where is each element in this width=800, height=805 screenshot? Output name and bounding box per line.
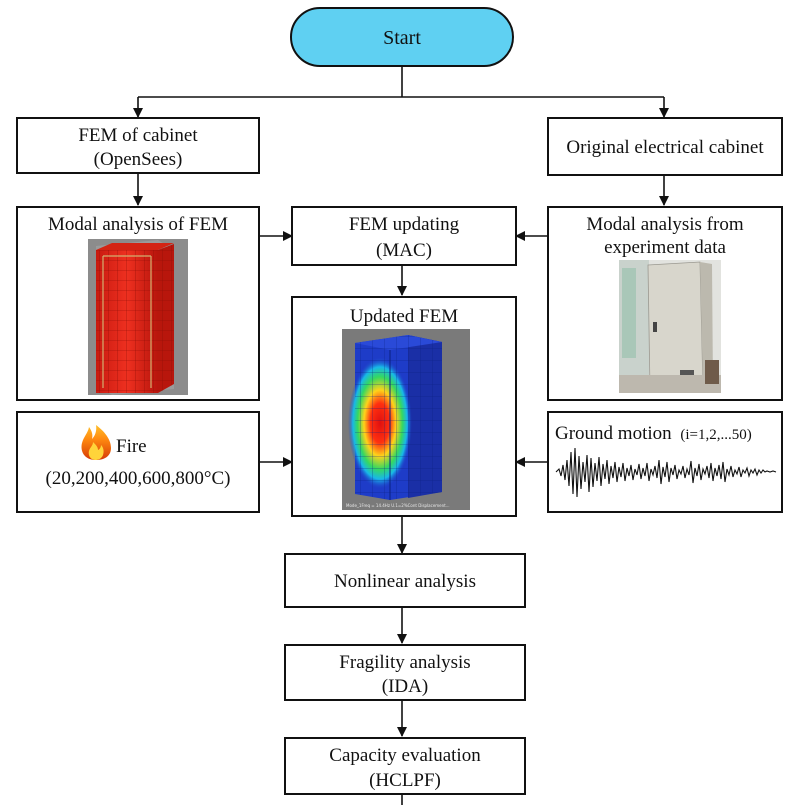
fem-cabinet-node: FEM of cabinet (OpenSees) <box>16 117 260 174</box>
modal-fem-node: Modal analysis of FEM <box>16 206 260 401</box>
updated-fem-label: Updated FEM <box>350 306 458 327</box>
nonlinear-label: Nonlinear analysis <box>334 571 476 592</box>
cabinet-photo <box>619 260 721 393</box>
seismogram-icon <box>555 447 777 498</box>
fragility-node: Fragility analysis (IDA) <box>284 644 526 701</box>
capacity-node: Capacity evaluation (HCLPF) <box>284 737 526 795</box>
modal-fem-label: Modal analysis of FEM <box>48 214 228 235</box>
original-cabinet-label: Original electrical cabinet <box>566 137 764 158</box>
fem-updating-line1: FEM updating <box>349 214 460 235</box>
contour-image: Mode_1Freq = 14.4Hz U.1=2%Cont Displacem… <box>342 329 470 510</box>
fire-line2: (20,200,400,600,800°C) <box>46 468 231 489</box>
updated-fem-node: Updated FEM Mode_1Freq = 14.4Hz U.1=2%Co… <box>291 296 517 517</box>
start-node: Start <box>290 7 514 67</box>
connectors <box>133 66 669 805</box>
ground-motion-range: (i=1,2,...50) <box>680 427 751 443</box>
fem-updating-node: FEM updating (MAC) <box>291 206 517 266</box>
fire-node: Fire (20,200,400,600,800°C) <box>16 411 260 513</box>
ground-motion-node: Ground motion (i=1,2,...50) <box>547 411 783 513</box>
fem-mesh-image <box>88 239 188 395</box>
fem-cabinet-line1: FEM of cabinet <box>78 125 198 146</box>
fragility-line1: Fragility analysis <box>339 652 470 673</box>
ground-motion-title: Ground motion <box>555 423 672 444</box>
fem-cabinet-line2: (OpenSees) <box>94 149 183 170</box>
original-cabinet-node: Original electrical cabinet <box>547 117 783 176</box>
modal-experiment-node: Modal analysis from experiment data <box>547 206 783 401</box>
fem-updating-line2: (MAC) <box>376 240 432 261</box>
nonlinear-node: Nonlinear analysis <box>284 553 526 608</box>
fire-icon <box>81 425 111 460</box>
ground-motion-label: Ground motion (i=1,2,...50) <box>555 423 752 444</box>
fragility-line2: (IDA) <box>382 676 428 697</box>
capacity-line2: (HCLPF) <box>369 770 441 791</box>
modal-experiment-line2: experiment data <box>604 237 726 258</box>
start-label: Start <box>383 27 421 49</box>
capacity-line1: Capacity evaluation <box>329 745 481 766</box>
modal-experiment-line1: Modal analysis from <box>586 214 743 235</box>
updated-fem-caption: Mode_1Freq = 14.4Hz U.1=2%Cont Displacem… <box>346 503 450 508</box>
fire-line1: Fire <box>116 436 147 457</box>
